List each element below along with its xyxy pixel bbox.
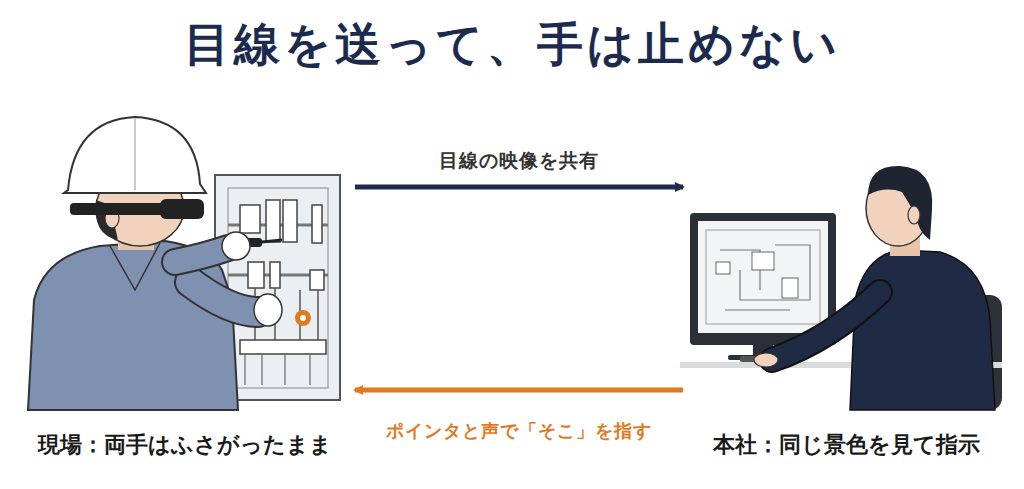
arrow-label: 目線の映像を共有: [435, 148, 603, 174]
office-desk: [680, 213, 1002, 410]
scene-node: 本社：同じ景色を見て指示: [688, 110, 1004, 470]
flow-arrow: [355, 388, 683, 393]
flow-arrow: [355, 185, 683, 190]
office-worker: [754, 166, 995, 410]
scene-caption: 現場：両手はふさがったまま: [20, 430, 350, 460]
scene-node: 現場：両手はふさがったまま: [20, 110, 350, 470]
scene-caption: 本社：同じ景色を見て指示: [688, 430, 1004, 460]
title: 目線を送って、手は止めない: [0, 14, 1024, 76]
site-worker: [28, 117, 282, 410]
arrow-label: ポインタと声で「そこ」を指す: [382, 419, 656, 443]
